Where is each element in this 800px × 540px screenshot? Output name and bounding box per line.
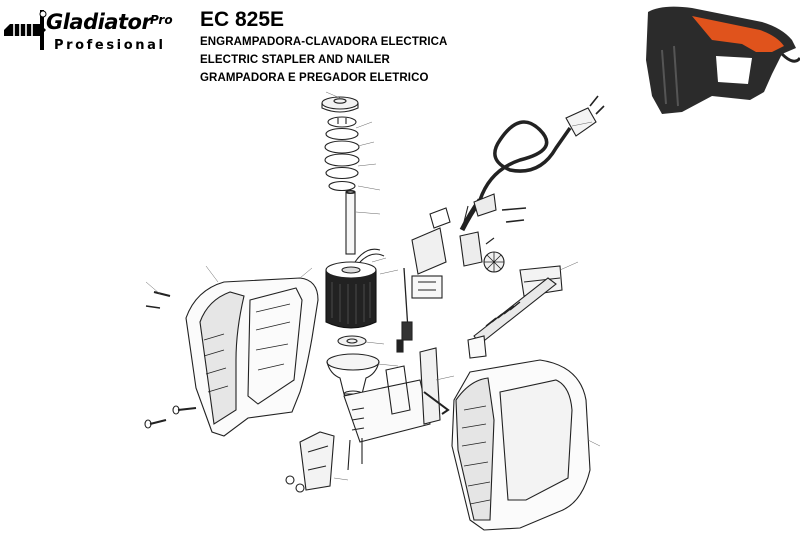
adjustment-knob	[483, 251, 505, 273]
pusher-spring	[485, 301, 521, 327]
guide-plate	[343, 339, 441, 471]
staple-magazine	[519, 265, 563, 297]
circuit-board	[401, 207, 451, 341]
housing-screws	[144, 207, 527, 429]
leader-lines	[145, 91, 601, 481]
coil-spring	[324, 116, 360, 192]
housing-left	[185, 277, 319, 437]
gladiator-helmet-icon	[4, 10, 47, 50]
strain-relief	[463, 193, 497, 223]
cord-plug	[565, 95, 605, 137]
spring-washer	[321, 96, 359, 113]
solenoid-coil	[325, 248, 385, 329]
hex-key	[423, 391, 450, 415]
housing-right	[451, 359, 591, 531]
description-es: ENGRAMPADORA-CLAVADORA ELECTRICA	[200, 36, 448, 48]
product-photo	[646, 6, 800, 115]
brand-name: Gladiator	[46, 10, 152, 34]
brand-tier: Pro	[150, 13, 173, 27]
brand-subtitle: Profesional	[54, 38, 166, 53]
lower-bushing	[337, 335, 367, 347]
nail-pusher	[467, 277, 557, 359]
photo-accent	[692, 16, 784, 52]
brand-logo: Gladiator Pro Profesional	[0, 4, 190, 60]
plunger-rod	[345, 189, 356, 255]
model-title: EC 825E	[200, 8, 285, 31]
description-pt: GRAMPADORA E PREGADOR ELETRICO	[200, 72, 429, 84]
description-en: ELECTRIC STAPLER AND NAILER	[200, 54, 390, 66]
switch-trigger	[459, 231, 495, 267]
nose-clip	[285, 431, 335, 493]
